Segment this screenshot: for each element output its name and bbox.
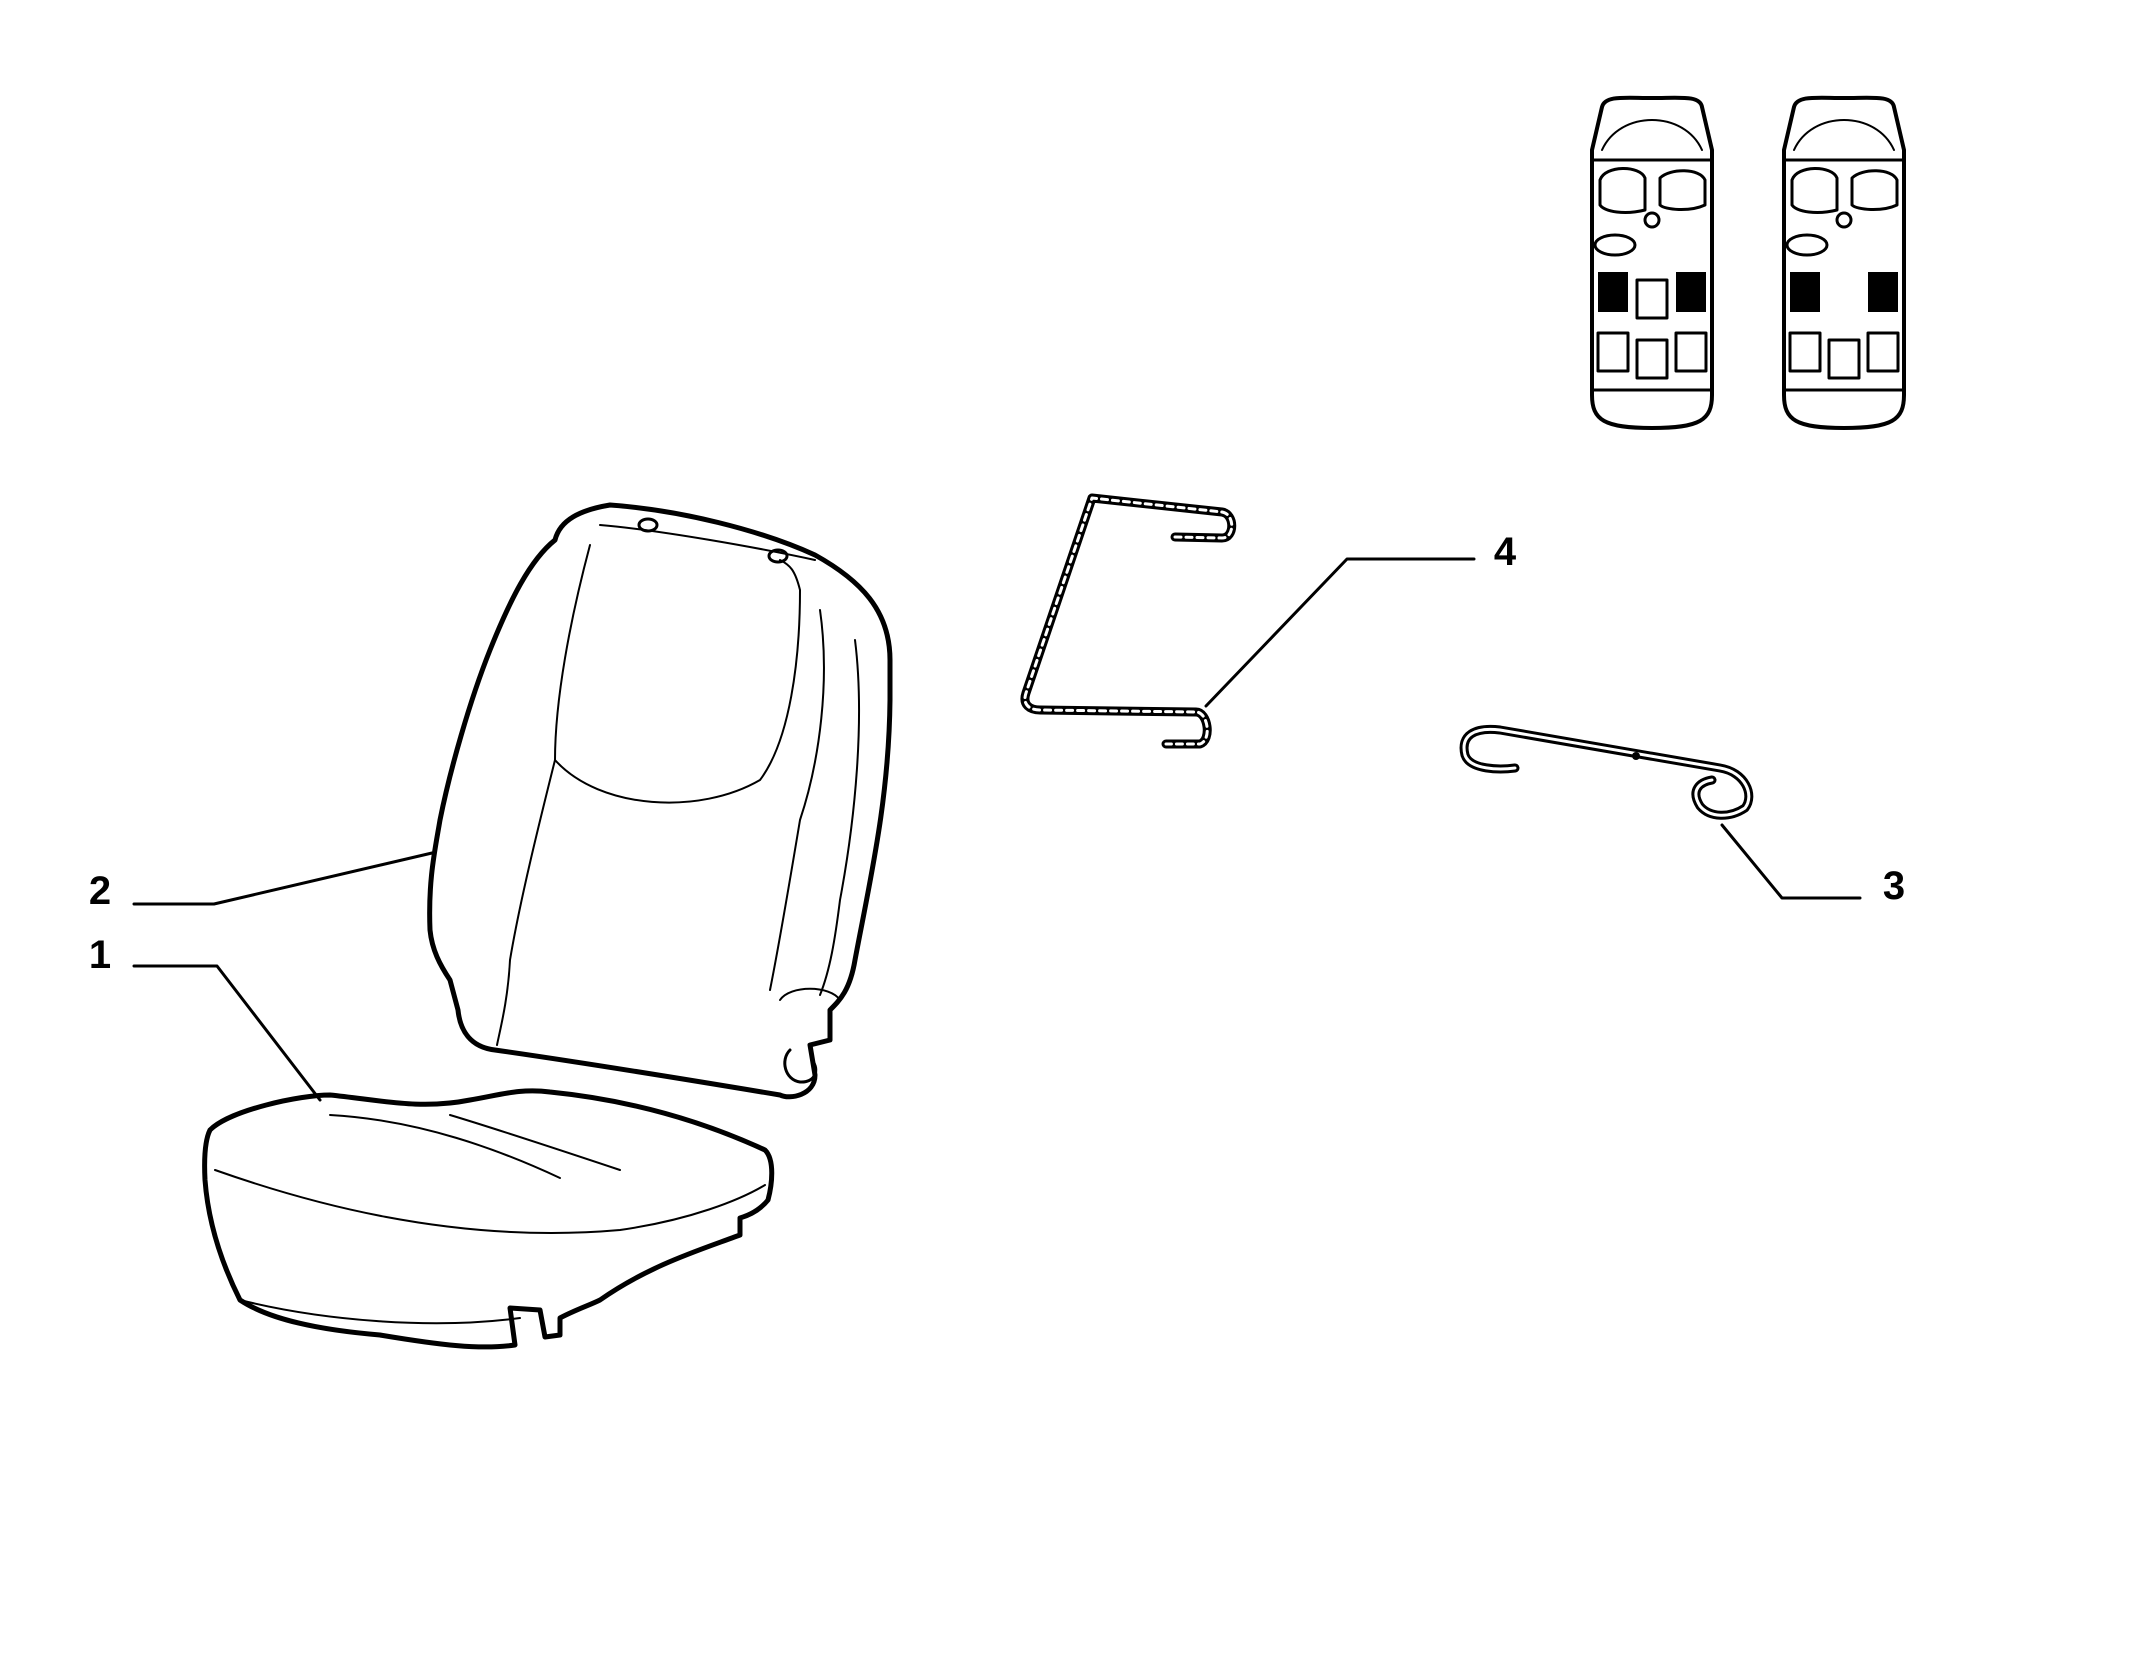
callout-4: 4 (1494, 530, 1517, 574)
seat-rear-middle (1827, 338, 1861, 380)
seat-front-middle (1635, 278, 1669, 320)
wire-hook-drawing (1459, 724, 1754, 820)
callout-labels: 1 2 3 4 (89, 530, 1905, 977)
seat-rear-left (1596, 331, 1630, 373)
car-map-left (1590, 95, 1714, 430)
seat-front-left-highlight (1598, 272, 1628, 312)
seat-cushion-drawing (202, 1088, 775, 1350)
leader-lines (132, 557, 1862, 1102)
leader-line-3 (1720, 823, 1862, 900)
leader-line-4 (1204, 557, 1476, 708)
callout-3: 3 (1883, 864, 1905, 908)
gear-knob-icon (1785, 233, 1829, 257)
seat-rear-right (1674, 331, 1708, 373)
headrest-socket-right (767, 548, 789, 564)
vehicle-position-key (1590, 95, 1906, 430)
car-map-right (1782, 95, 1906, 430)
callout-2: 2 (89, 869, 111, 913)
leader-line-1 (132, 964, 322, 1102)
seat-front-left-highlight (1790, 272, 1820, 312)
gear-knob-icon (1593, 233, 1637, 257)
seat-rear-left (1788, 331, 1822, 373)
steering-wheel-icon (1835, 211, 1853, 229)
callout-1: 1 (89, 933, 111, 977)
seat-front-right-highlight (1676, 272, 1706, 312)
seat-rear-right (1866, 331, 1900, 373)
headrest-socket-left (637, 517, 659, 533)
seat-rear-middle (1635, 338, 1669, 380)
seat-backrest-drawing (427, 502, 893, 1100)
wire-frame-drawing (1020, 493, 1237, 749)
leader-line-2 (132, 851, 434, 906)
seat-front-right-highlight (1868, 272, 1898, 312)
steering-wheel-icon (1643, 211, 1661, 229)
